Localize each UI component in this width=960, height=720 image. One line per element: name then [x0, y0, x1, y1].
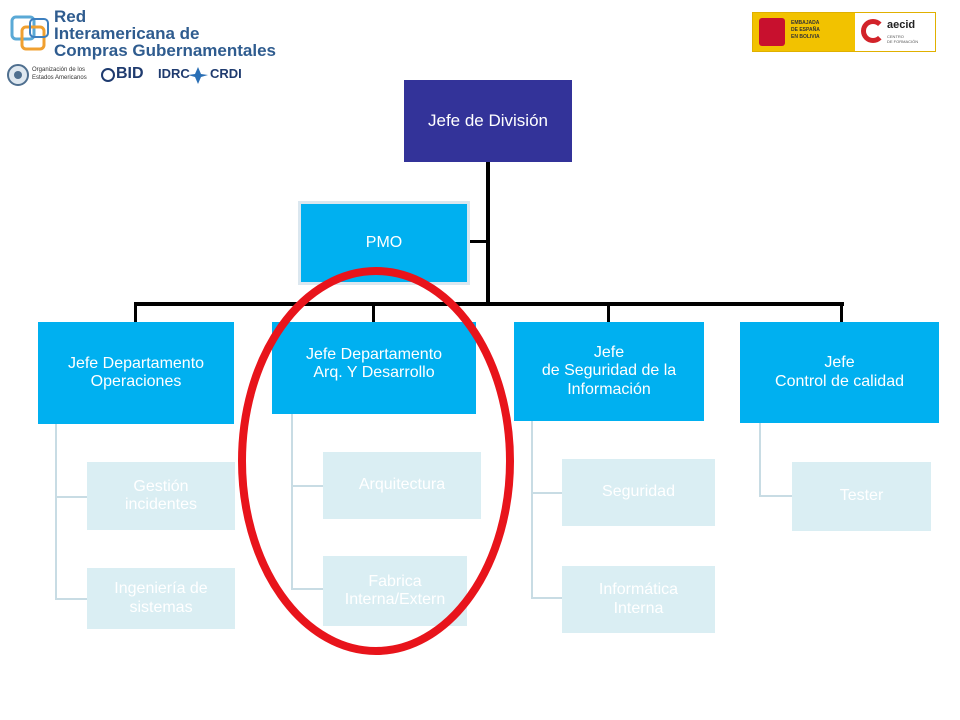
connector-top-vertical: [486, 162, 490, 304]
sub-connector-3b: [531, 597, 562, 599]
oea-seal-icon: [7, 64, 29, 86]
connector-drop-4: [840, 302, 843, 322]
embassy-line-1: EMBAJADA: [791, 20, 820, 26]
sub-connector-1-vertical: [55, 424, 57, 600]
aecid-label: aecid: [887, 19, 916, 31]
node-dept-arq-desarrollo: Jefe Departamento Arq. Y Desarrollo: [272, 322, 476, 414]
connector-horizontal: [134, 302, 844, 306]
sub-connector-4a: [759, 495, 792, 497]
oea-label-line-2: Estados Americanos: [32, 75, 87, 81]
sub-connector-4-vertical: [759, 423, 761, 497]
spain-coat-of-arms-icon: [759, 18, 785, 46]
crdi-logo: CRDI: [210, 66, 242, 81]
aecid-sub-line-1: CENTRO: [887, 34, 904, 39]
aecid-panel: aecid CENTRO DE FORMACIÓN: [855, 13, 935, 51]
aecid-sub-line-2: DE FORMACIÓN: [887, 39, 919, 44]
node-fabrica-interna-externa: Fabrica Interna/Extern: [323, 556, 467, 626]
network-name: Red Interamericana de Compras Gubernamen…: [54, 8, 276, 59]
connector-drop-3: [607, 302, 610, 322]
node-tester: Tester: [792, 462, 931, 531]
oea-label: Organización de los Estados Americanos: [32, 66, 87, 82]
node-dept-control-calidad: Jefe Control de calidad: [740, 322, 939, 423]
network-name-line-2: Interamericana de: [54, 24, 200, 43]
bid-logo: BID: [116, 65, 144, 82]
embassy-line-3: EN BOLIVIA: [791, 34, 820, 40]
node-jefe-division: Jefe de División: [404, 80, 572, 162]
connector-pmo: [470, 240, 488, 243]
bid-logo-icon: [101, 68, 115, 82]
crdi-star-icon: [188, 67, 208, 84]
node-arquitectura: Arquitectura: [323, 452, 481, 519]
node-dept-seguridad: Jefe de Seguridad de la Información: [514, 322, 704, 421]
node-seguridad: Seguridad: [562, 459, 715, 526]
highlight-ellipse: [238, 267, 514, 655]
node-gestion-incidentes: Gestión incidentes: [87, 462, 235, 530]
embassy-line-2: DE ESPAÑA: [791, 27, 820, 33]
node-ingenieria-sistemas: Ingeniería de sistemas: [87, 568, 235, 629]
sub-connector-1b: [55, 598, 87, 600]
ricg-logo-icon: [10, 15, 49, 51]
embassy-label: EMBAJADA DE ESPAÑA EN BOLIVIA: [791, 20, 820, 41]
connector-drop-1: [134, 302, 137, 322]
aecid-c-icon: [861, 19, 885, 43]
sub-connector-3-vertical: [531, 421, 533, 599]
sub-connector-2-vertical: [291, 414, 293, 590]
sub-connector-2a: [291, 485, 323, 487]
aecid-sub: CENTRO DE FORMACIÓN: [887, 34, 918, 44]
sub-connector-1a: [55, 496, 87, 498]
connector-drop-2: [372, 302, 375, 322]
network-name-line-1: Red: [54, 7, 87, 26]
node-dept-operaciones: Jefe Departamento Operaciones: [38, 322, 234, 424]
sub-connector-2b: [291, 588, 323, 590]
embassy-banner: EMBAJADA DE ESPAÑA EN BOLIVIA aecid CENT…: [752, 12, 936, 52]
network-name-line-3: Compras Gubernamentales: [54, 41, 277, 60]
header-logos: [7, 15, 208, 86]
idrc-logo: IDRC: [158, 66, 190, 81]
oea-label-line-1: Organización de los: [32, 67, 86, 73]
node-informatica-interna: Informática Interna: [562, 566, 715, 633]
sub-connector-3a: [531, 492, 562, 494]
